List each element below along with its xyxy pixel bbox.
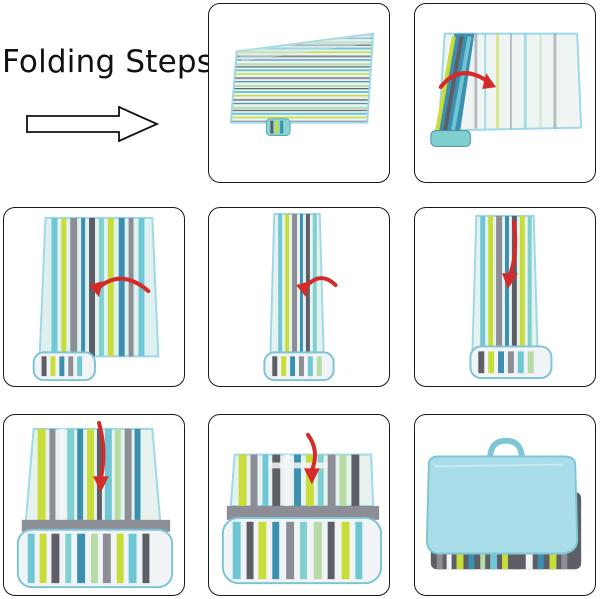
- fold-top-down-illustration: [16, 420, 174, 589]
- step-1-panel: [208, 3, 390, 183]
- step-3-panel: [3, 207, 185, 387]
- step-2-panel: [414, 3, 596, 183]
- fold-again-illustration: [263, 212, 338, 382]
- fold-left-edge-illustration: [430, 32, 583, 147]
- step-5-panel: [414, 207, 596, 387]
- folded-mat-with-handle-illustration: [425, 437, 582, 570]
- open-mat-illustration: [229, 32, 375, 137]
- step-6-panel: [3, 414, 185, 596]
- handle-icon: [487, 437, 525, 462]
- step-4-panel: [208, 207, 390, 387]
- curved-arrow-icon: [305, 432, 317, 473]
- right-arrow-icon: [24, 104, 160, 144]
- fold-right-half-illustration: [32, 216, 160, 382]
- step-7-panel: [208, 414, 390, 596]
- curved-arrow-icon: [96, 420, 106, 481]
- fold-top-down-illustration: [221, 432, 383, 585]
- curved-arrow-icon: [507, 219, 518, 278]
- page-title: Folding Steps: [2, 44, 214, 80]
- step-8-panel: [414, 414, 596, 596]
- fold-top-down-illustration: [469, 214, 553, 380]
